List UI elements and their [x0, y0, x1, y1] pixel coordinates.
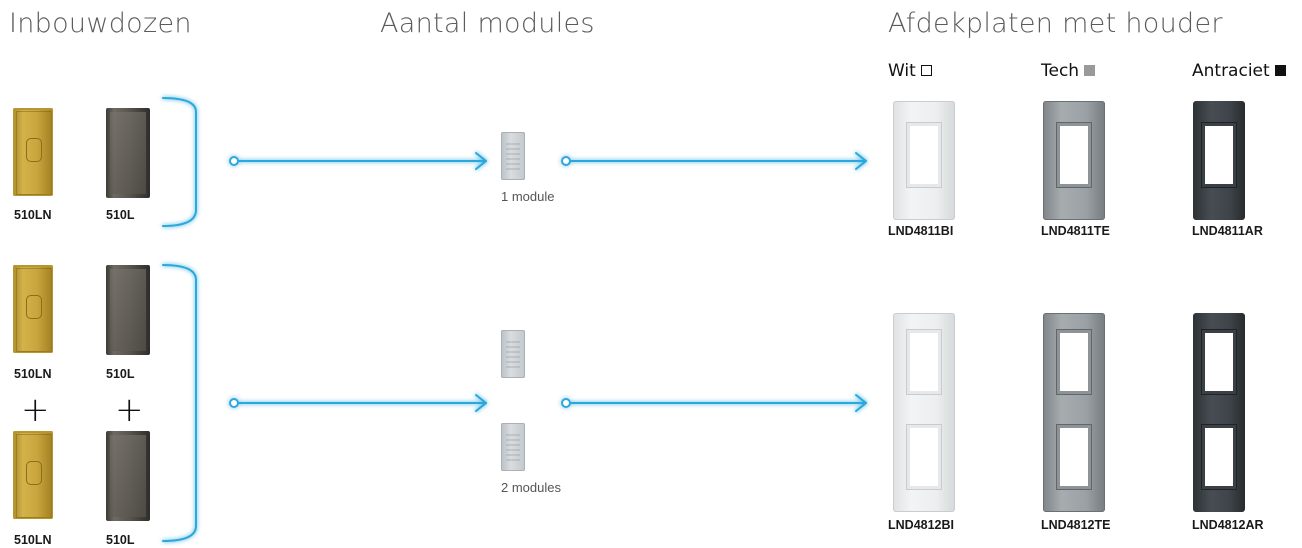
plate-window: [1060, 333, 1088, 391]
arrow-start-dot: [561, 398, 571, 408]
plate-code: LND4812AR: [1192, 518, 1264, 532]
box-code: 510LN: [14, 208, 52, 222]
plate-window: [1205, 126, 1233, 184]
variant-label-wit: Wit: [888, 61, 932, 81]
variant-name: Wit: [888, 61, 916, 81]
plate-window: [910, 126, 938, 184]
plate-window: [1060, 428, 1088, 486]
white-swatch-icon: [920, 65, 932, 76]
arrow-start-dot: [229, 156, 239, 166]
module-caption: 1 module: [501, 189, 555, 204]
plate-window: [910, 333, 938, 391]
module-image: [501, 132, 525, 180]
plate-antraciet-2-modules: [1193, 313, 1245, 512]
heading-aantal-modules: Aantal modules: [380, 8, 595, 39]
box-code: 510LN: [14, 533, 52, 547]
box-code: 510L: [106, 208, 135, 222]
arrow-head: [855, 394, 867, 412]
heading-inbouwdozen: Inbouwdozen: [9, 8, 192, 39]
arrow-head: [855, 152, 867, 170]
bracket-row2: [162, 264, 197, 542]
plus-icon: +: [21, 390, 50, 430]
variant-name: Antraciet: [1192, 61, 1270, 81]
variant-label-antraciet: Antraciet: [1192, 61, 1286, 81]
black-swatch-icon: [1274, 65, 1286, 76]
plate-code: LND4812BI: [888, 518, 954, 532]
arrow-head: [475, 152, 487, 170]
plate-code: LND4811AR: [1192, 224, 1263, 238]
box-510ln-image: [13, 431, 53, 519]
box-code: 510L: [106, 367, 135, 381]
box-510l-image: [106, 431, 150, 521]
module-caption: 2 modules: [501, 480, 561, 495]
grey-swatch-icon: [1084, 65, 1096, 76]
plate-antraciet-1-module: [1193, 101, 1245, 220]
plate-code: LND4811TE: [1041, 224, 1110, 238]
plate-window: [1205, 333, 1233, 391]
plate-tech-2-modules: [1043, 313, 1105, 512]
arrow-start-dot: [561, 156, 571, 166]
heading-afdekplaten: Afdekplaten met houder: [888, 8, 1223, 39]
plate-wit-1-module: [893, 101, 955, 220]
box-510l-image: [106, 108, 150, 198]
plate-tech-1-module: [1043, 101, 1105, 220]
plate-window: [910, 428, 938, 486]
arrow-start-dot: [229, 398, 239, 408]
box-510l-image: [106, 265, 150, 355]
module-image: [501, 330, 525, 378]
plate-code: LND4811BI: [888, 224, 954, 238]
bracket-row1: [162, 97, 197, 227]
arrow-head: [475, 394, 487, 412]
box-code: 510LN: [14, 367, 52, 381]
plus-icon: +: [115, 390, 144, 430]
plate-window: [1205, 428, 1233, 486]
box-510ln-image: [13, 265, 53, 353]
plate-window: [1060, 126, 1088, 184]
variant-label-tech: Tech: [1041, 61, 1096, 81]
box-510ln-image: [13, 108, 53, 196]
box-code: 510L: [106, 533, 135, 547]
plate-wit-2-modules: [893, 313, 955, 512]
plate-code: LND4812TE: [1041, 518, 1111, 532]
variant-name: Tech: [1041, 61, 1080, 81]
module-image: [501, 423, 525, 471]
